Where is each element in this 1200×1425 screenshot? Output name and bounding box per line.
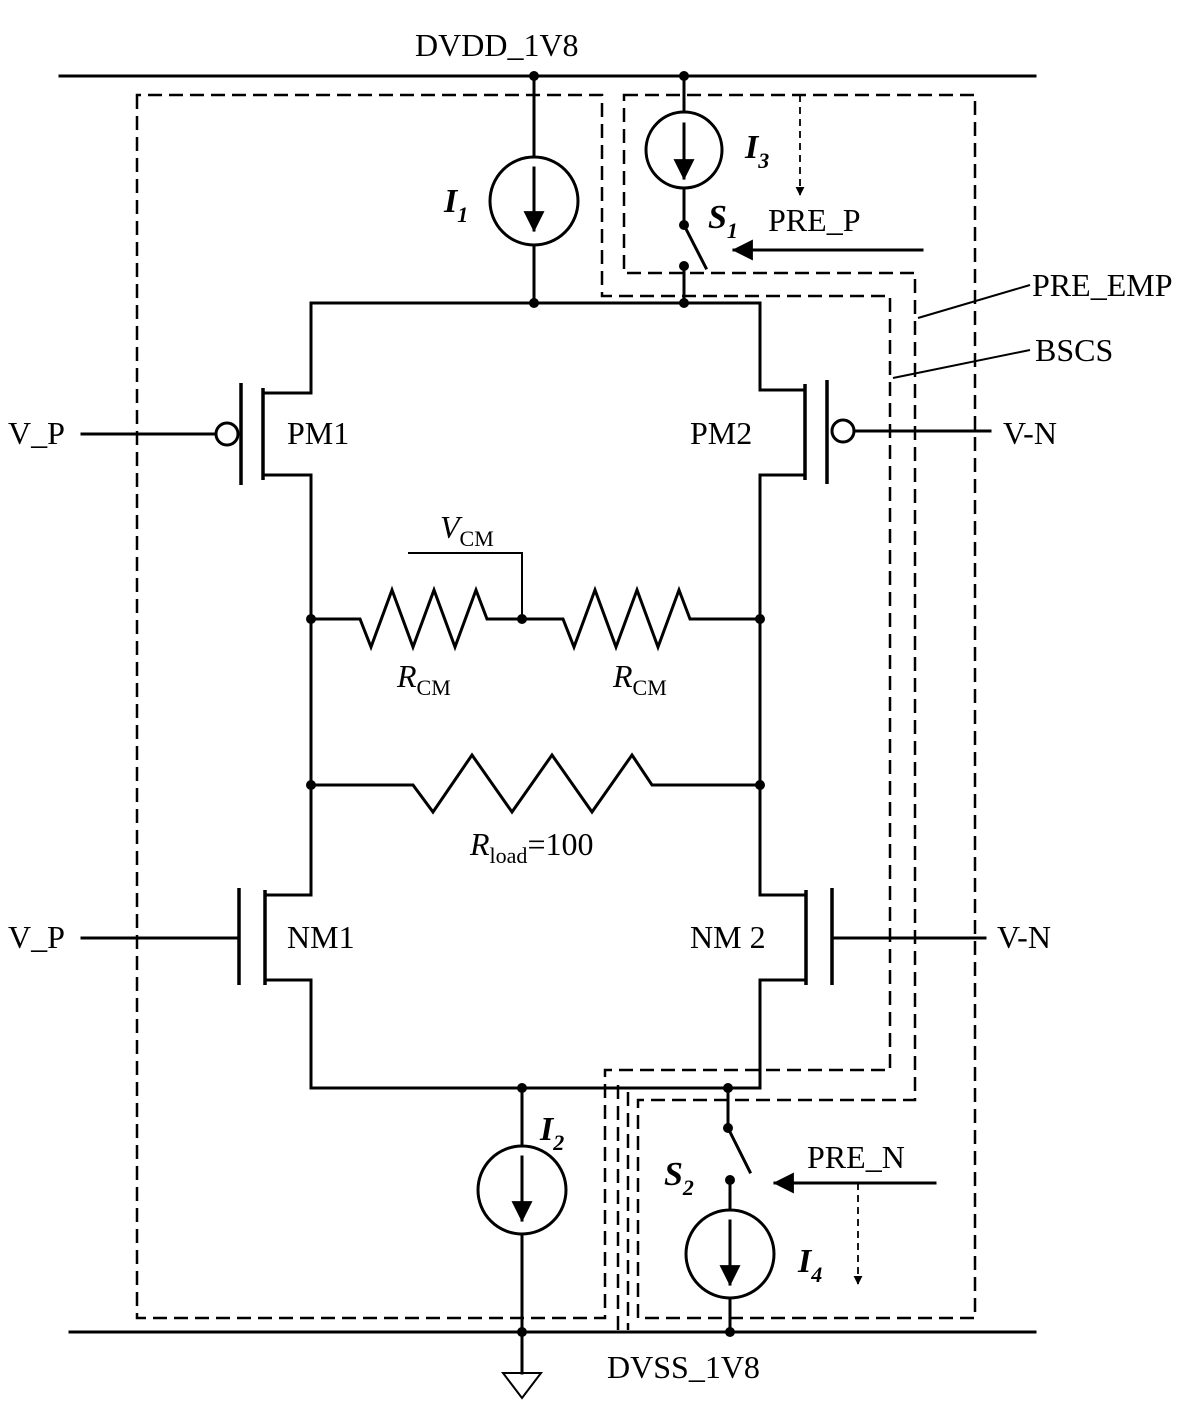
input-vn-top: V-N — [1003, 415, 1057, 451]
vcm-tap — [408, 552, 523, 619]
i1-label: I1 — [443, 183, 468, 227]
node-dot — [306, 614, 316, 624]
rcm-right-label: RCM — [612, 658, 667, 700]
s1-label: S1 — [708, 199, 738, 243]
input-vp-bottom: V_P — [8, 919, 65, 955]
pre-emp-leader — [917, 284, 1031, 319]
transistor-pm1 — [80, 301, 313, 897]
current-source-i2 — [476, 1086, 568, 1334]
node-dot — [517, 1327, 527, 1337]
input-vp-top: V_P — [8, 415, 65, 451]
rcm-left-label: RCM — [396, 658, 451, 700]
current-source-i1 — [488, 74, 580, 305]
node-dot — [679, 298, 689, 308]
current-source-i3 — [644, 74, 724, 227]
bscs-label: BSCS — [1035, 332, 1113, 368]
transistor-nm1 — [80, 888, 313, 1090]
pre-emp-dashed-box — [622, 93, 977, 1320]
node-dot — [725, 1327, 735, 1337]
resistor-rcm-right — [520, 585, 762, 652]
resistor-rcm-left — [309, 585, 524, 652]
current-source-i4 — [684, 1208, 776, 1334]
node-dot — [679, 71, 689, 81]
node-dot — [755, 780, 765, 790]
node-dot — [306, 780, 316, 790]
ground-icon — [500, 1330, 544, 1400]
nm1-label: NM1 — [287, 919, 355, 955]
node-dot — [529, 298, 539, 308]
switch-s2 — [723, 1086, 753, 1212]
pre-n-label: PRE_N — [807, 1139, 905, 1175]
node-dot — [529, 71, 539, 81]
vcm-label: VCM — [440, 509, 494, 551]
s2-label: S2 — [664, 1156, 694, 1200]
input-vn-bottom: V-N — [997, 919, 1051, 955]
node-dot — [755, 614, 765, 624]
outer-dashed-box — [135, 93, 892, 1320]
pre-p-label: PRE_P — [768, 202, 860, 238]
pm1-label: PM1 — [287, 415, 349, 451]
i2-label: I2 — [539, 1111, 564, 1155]
vss-label: DVSS_1V8 — [607, 1349, 760, 1385]
nm2-label: NM 2 — [690, 919, 766, 955]
i4-label: I4 — [797, 1243, 822, 1287]
switch-s1 — [679, 220, 709, 305]
transistor-pm2 — [758, 301, 992, 897]
pm2-label: PM2 — [690, 415, 752, 451]
resistor-rload — [309, 752, 762, 815]
rload-label: Rload=100 — [469, 826, 593, 868]
pre-emp-label: PRE_EMP — [1032, 267, 1172, 303]
vdd-label: DVDD_1V8 — [415, 27, 579, 63]
bscs-leader — [892, 349, 1031, 379]
transistor-nm2 — [758, 888, 987, 1090]
i3-label: I3 — [744, 129, 769, 173]
